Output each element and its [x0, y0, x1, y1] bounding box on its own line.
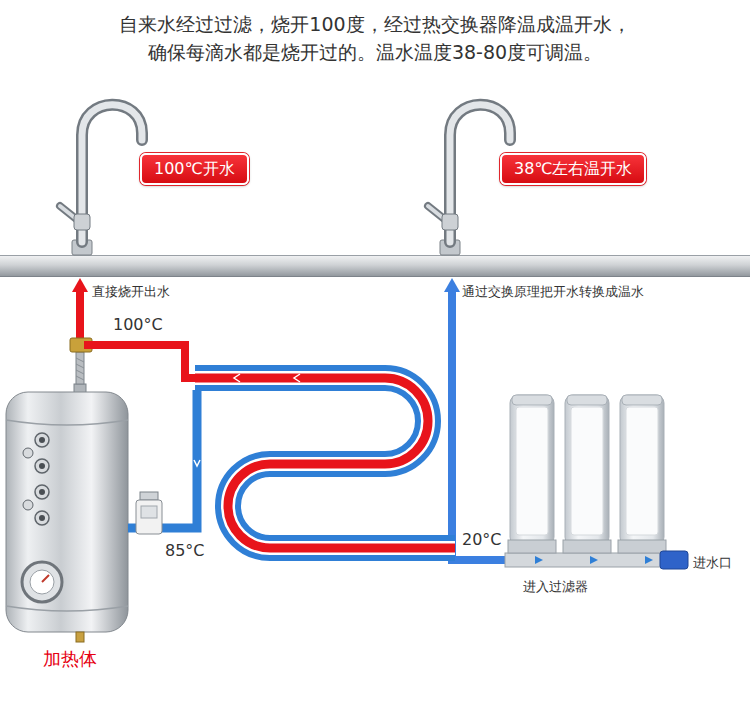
faucet-label: 100℃开水	[140, 153, 249, 185]
counter-edge	[0, 276, 750, 277]
heater-tank-drawing	[6, 338, 128, 642]
faucet-label: 38℃左右温开水	[500, 153, 646, 185]
edge-label-area: 直接烧开出水	[92, 281, 170, 300]
inlet-label: 进水口	[693, 554, 732, 572]
warm-faucet-node: 38℃左右温开水	[405, 95, 670, 278]
counter-bar	[0, 255, 750, 277]
pipe-label: 通过交换原理把开水转换成温水	[462, 283, 644, 300]
faucet-hot	[60, 105, 142, 255]
label-area: 100°C	[113, 315, 163, 334]
counter-edge	[0, 255, 750, 256]
label-area: 进水口	[693, 552, 732, 572]
edge-label-area: 通过交换原理把开水转换成温水	[462, 281, 644, 300]
hot-faucet-node: 100℃开水	[40, 95, 255, 278]
pipe-label: 直接烧开出水	[92, 283, 170, 300]
tank-label: 加热体	[4, 648, 136, 670]
title-text: 自来水经过过滤，烧开100度，经过热交换器降温成温开水， 确保每滴水都是烧开过的…	[111, 10, 639, 66]
heat-exchanger	[84, 345, 455, 548]
filter-label: 进入过滤器	[523, 578, 588, 596]
valve	[136, 492, 162, 534]
heater-tank: 加热体	[4, 350, 136, 672]
temperature-label: 20°C	[462, 530, 502, 549]
filter-unit: 进入过滤器	[505, 390, 675, 600]
arrow-head	[72, 278, 88, 292]
filter-drawing	[505, 395, 688, 569]
arrow-head	[444, 278, 460, 292]
label-area: 85°C	[165, 541, 205, 560]
faucet-warm	[428, 105, 510, 255]
temperature-label: 100°C	[113, 315, 163, 334]
pipe-connector	[452, 290, 505, 560]
label-area: 20°C	[462, 530, 502, 549]
temperature-label: 85°C	[165, 541, 205, 560]
title-area: 自来水经过过滤，烧开100度，经过热交换器降温成温开水， 确保每滴水都是烧开过的…	[0, 10, 750, 66]
